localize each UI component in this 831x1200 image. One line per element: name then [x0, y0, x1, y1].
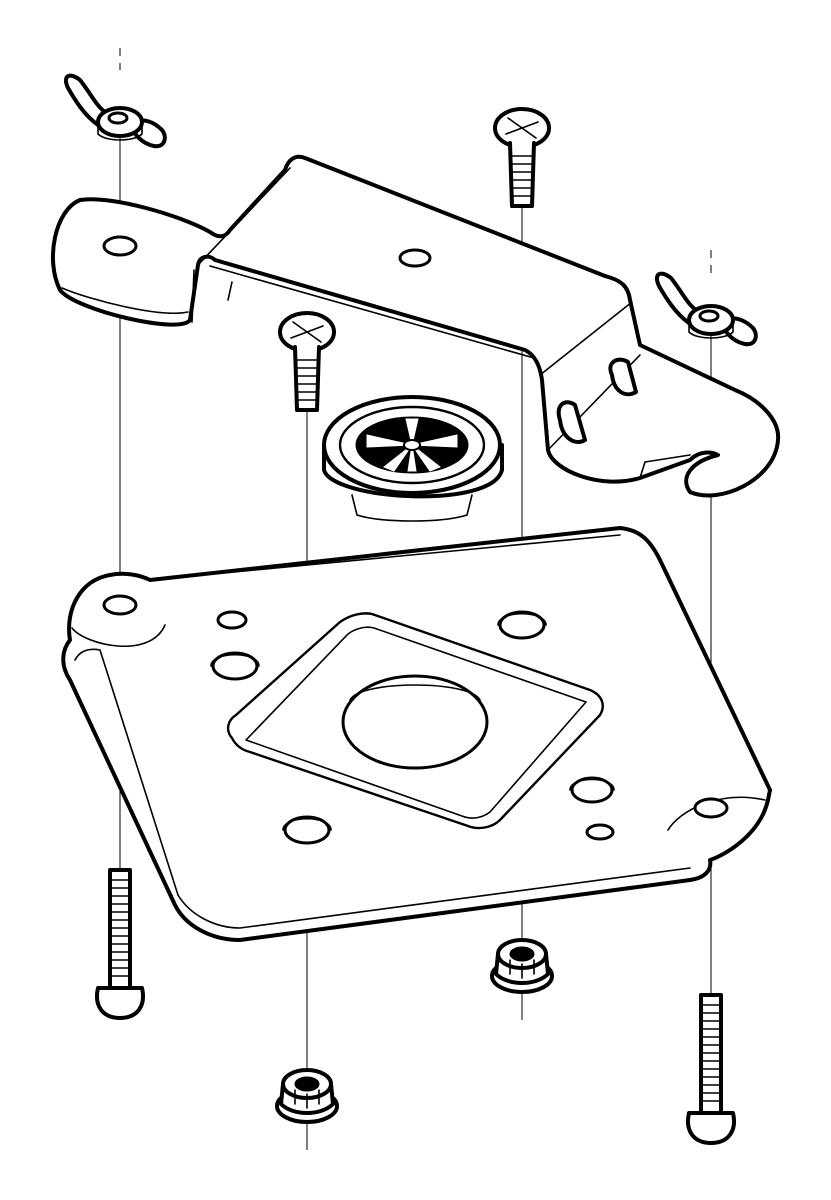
plate-hole-axis-b — [498, 610, 546, 640]
wing-nut-left — [63, 73, 167, 149]
wing-nut-right — [654, 271, 758, 347]
plate-hole — [585, 823, 615, 841]
pan-head-bolt-left — [95, 868, 145, 1020]
flange-nut-right — [490, 938, 554, 994]
bracket-hole-center — [398, 248, 432, 268]
mounting-plate — [61, 526, 772, 942]
countersunk-screw-left — [278, 311, 336, 412]
plate-hole — [211, 651, 259, 681]
flange-nut-left — [275, 1068, 339, 1124]
bracket-hole-left — [102, 235, 138, 257]
bracket-slot — [556, 400, 587, 444]
plate-hole-axis-d — [693, 797, 729, 819]
bolt-threads — [700, 1004, 722, 1102]
plate-hole-axis-a — [102, 594, 138, 616]
u-bracket — [51, 154, 781, 498]
screw-threads — [296, 359, 318, 401]
plate-center-hole — [341, 674, 489, 770]
raised-square-boss — [226, 612, 604, 830]
plate-hole — [216, 610, 248, 630]
plate-hole — [570, 776, 614, 804]
plate-hole-axis-c — [283, 815, 331, 845]
screw-threads — [511, 155, 533, 197]
bracket-slot — [608, 357, 638, 397]
bolt-threads — [109, 879, 131, 977]
countersunk-screw-right — [493, 107, 551, 208]
pan-head-bolt-right — [686, 993, 736, 1145]
cable-grommet — [322, 395, 504, 522]
